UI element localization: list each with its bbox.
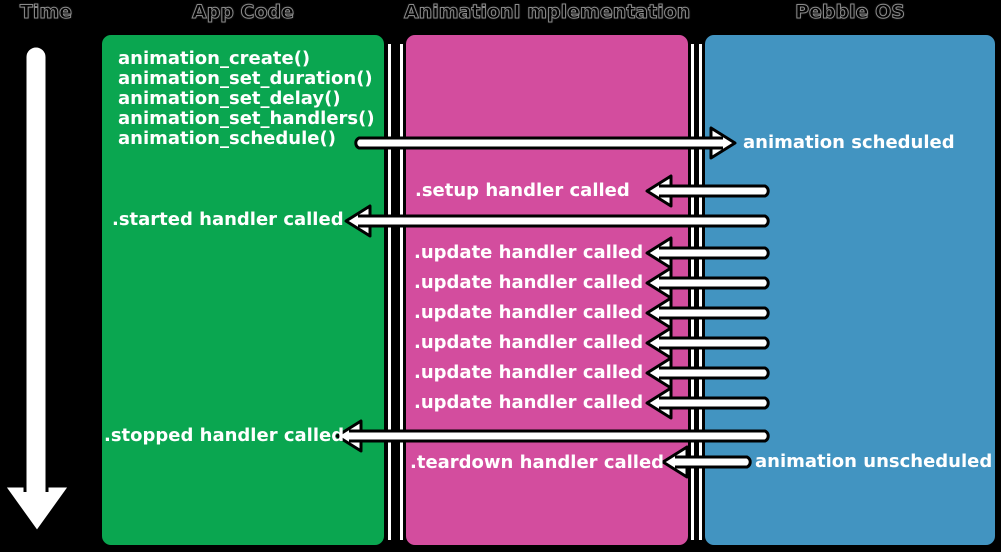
app-code-header: App Code	[191, 1, 294, 24]
update-callback-left-arrow-icon	[645, 386, 770, 420]
stopped-handler-label: .stopped handler called	[104, 425, 345, 446]
update-callback-left-arrow-icon	[645, 326, 770, 360]
code-line: animation_set_handlers()	[118, 108, 375, 129]
update-handler-label: .update handler called	[414, 302, 644, 323]
started-callback-left-arrow-icon	[344, 204, 770, 238]
pebble-os-header: Pebble OS	[795, 1, 906, 24]
stopped-callback-left-arrow-icon	[335, 419, 770, 453]
update-handler-label: .update handler called	[414, 362, 644, 383]
column-gap-guideline	[388, 44, 391, 540]
code-line: animation_set_delay()	[118, 88, 341, 109]
animation-unscheduled-label: animation unscheduled	[755, 451, 993, 472]
schedule-call-right-arrow-icon	[354, 126, 737, 160]
teardown-callback-left-arrow-icon	[661, 445, 752, 479]
started-handler-label: .started handler called	[112, 209, 344, 230]
update-handler-label: .update handler called	[414, 332, 644, 353]
update-handler-label: .update handler called	[414, 272, 644, 293]
animation-scheduled-label: animation scheduled	[743, 132, 955, 153]
column-gap-guideline	[691, 44, 694, 540]
update-callback-left-arrow-icon	[645, 296, 770, 330]
update-callback-left-arrow-icon	[645, 236, 770, 270]
setup-callback-left-arrow-icon	[645, 174, 770, 208]
setup-handler-label: .setup handler called	[415, 180, 630, 201]
update-handler-label: .update handler called	[414, 242, 644, 263]
animation-implementation-header: AnimationI mplementation	[404, 1, 691, 24]
update-handler-label: .update handler called	[414, 392, 644, 413]
code-line: animation_create()	[118, 48, 311, 69]
app-code-function-list: animation_create() animation_set_duratio…	[118, 49, 375, 149]
time-header: Time	[19, 1, 73, 24]
animation-implementation-column	[404, 33, 690, 547]
update-callback-left-arrow-icon	[645, 266, 770, 300]
time-axis-arrow-icon	[2, 44, 72, 534]
teardown-handler-label: .teardown handler called	[410, 452, 665, 473]
column-gap-guideline	[699, 44, 702, 540]
pebble-os-column	[703, 33, 997, 547]
app-code-column	[100, 33, 386, 547]
code-line: animation_schedule()	[118, 128, 336, 149]
column-gap-guideline	[400, 44, 403, 540]
code-line: animation_set_duration()	[118, 68, 373, 89]
update-callback-left-arrow-icon	[645, 356, 770, 390]
